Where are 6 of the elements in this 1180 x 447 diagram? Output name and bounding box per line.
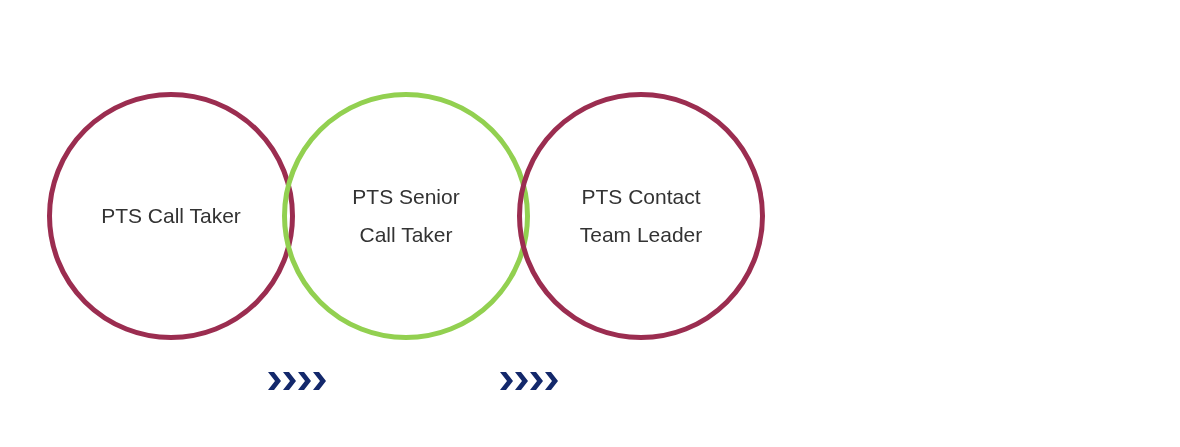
- circle-node: [282, 92, 530, 340]
- node-label: PTS Contact Team Leader: [578, 184, 704, 248]
- node-label: PTS Senior Call Taker: [351, 184, 461, 248]
- circle-node: [517, 92, 765, 340]
- node-label: PTS Call Taker: [100, 203, 242, 229]
- circle-node: [47, 92, 295, 340]
